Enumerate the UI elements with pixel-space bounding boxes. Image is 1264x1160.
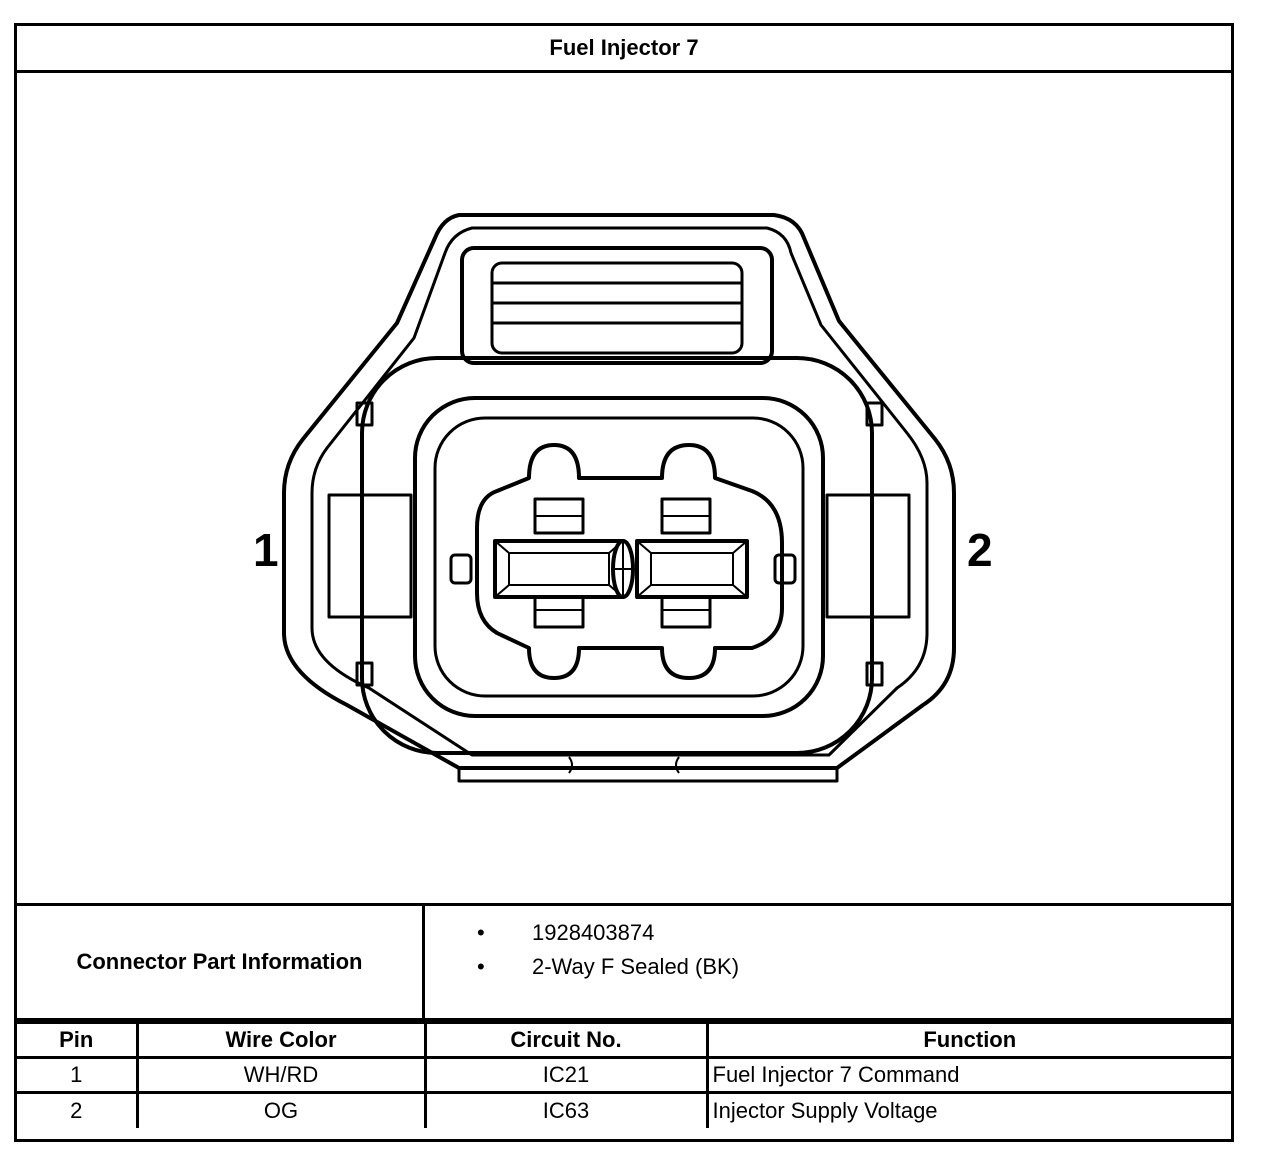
pin-1-label: 1 — [253, 524, 279, 576]
connector-description: 2-Way F Sealed (BK) — [532, 954, 740, 979]
seal-inner — [413, 396, 825, 718]
cell-circuit-no: IC63 — [423, 1091, 709, 1128]
terminal-cavity — [475, 443, 784, 680]
list-item: • 2-Way F Sealed (BK) — [477, 950, 739, 984]
connector-part-information: Connector Part Information • 1928403874 … — [17, 903, 1231, 1021]
header-pin: Pin — [17, 1021, 139, 1059]
connector-info-list: • 1928403874 • 2-Way F Sealed (BK) — [477, 916, 739, 984]
table-row: 2 OG IC63 Injector Supply Voltage — [17, 1091, 1231, 1128]
header-wire-color: Wire Color — [135, 1021, 427, 1059]
cell-circuit-no: IC21 — [423, 1056, 709, 1094]
table-row: 1 WH/RD IC21 Fuel Injector 7 Command — [17, 1056, 1231, 1094]
cell-function: Injector Supply Voltage — [705, 1091, 1231, 1128]
cell-function: Fuel Injector 7 Command — [705, 1056, 1231, 1094]
connector-face-drawing — [282, 213, 956, 783]
table-header-row: Pin Wire Color Circuit No. Function — [17, 1021, 1231, 1059]
bullet-icon: • — [477, 954, 485, 979]
connector-sheet: Fuel Injector 7 — [14, 23, 1234, 1142]
bullet-icon: • — [477, 920, 485, 945]
header-circuit-no: Circuit No. — [423, 1021, 709, 1059]
cell-pin: 2 — [17, 1091, 139, 1128]
cell-wire-color: WH/RD — [135, 1056, 427, 1094]
housing-outline — [282, 213, 956, 770]
terminal-2 — [635, 539, 749, 599]
seal-outer — [360, 356, 874, 755]
list-item: • 1928403874 — [477, 916, 739, 950]
connector-info-label: Connector Part Information — [17, 906, 425, 1018]
header-function: Function — [705, 1021, 1231, 1059]
connector-diagram: 1 2 — [17, 73, 1231, 903]
latch-outer — [460, 246, 774, 365]
page-title: Fuel Injector 7 — [17, 26, 1231, 73]
pinout-table: Pin Wire Color Circuit No. Function 1 WH… — [17, 1021, 1231, 1128]
part-number: 1928403874 — [532, 920, 655, 945]
cell-pin: 1 — [17, 1056, 139, 1094]
pin-2-label: 2 — [967, 524, 993, 576]
cell-wire-color: OG — [135, 1091, 427, 1128]
terminal-1 — [493, 539, 625, 599]
latch-inner — [490, 261, 744, 355]
cavity-frame — [433, 416, 805, 698]
